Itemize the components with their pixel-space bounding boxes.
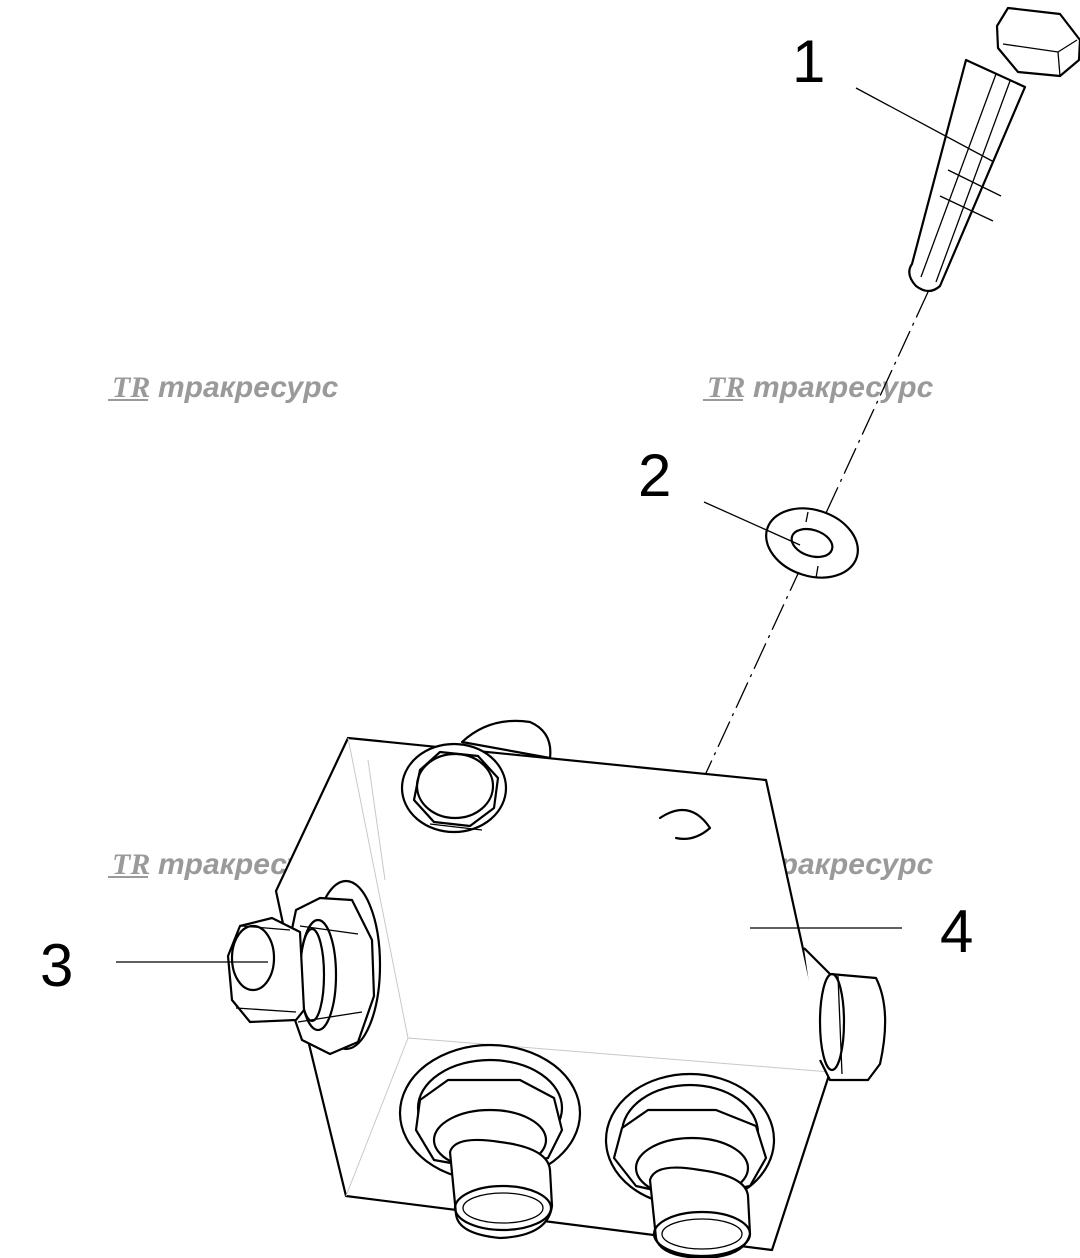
leader-line-1	[855, 87, 995, 163]
callout-3: 3	[40, 932, 73, 999]
watermark-top-left: TR тракресурс	[108, 371, 339, 404]
bottom-left-port	[398, 1043, 582, 1240]
bottom-right-port	[604, 1072, 776, 1258]
callout-4: 4	[940, 898, 973, 965]
callout-1: 1	[792, 28, 825, 95]
watermark-logo: TR	[707, 371, 745, 404]
watermark-text: тракресурс	[753, 371, 934, 404]
washer-part	[765, 507, 859, 579]
center-axis-line	[675, 291, 929, 839]
callout-2: 2	[638, 442, 671, 509]
bolt-part	[908, 6, 1080, 293]
watermark-text: тракресурс	[158, 371, 339, 404]
watermark-logo: TR	[112, 848, 150, 881]
valve-block-part	[226, 719, 887, 1258]
watermark-top-right: TR тракресурс	[703, 371, 934, 404]
watermark-logo: TR	[112, 371, 150, 404]
leader-line-2	[703, 501, 801, 546]
